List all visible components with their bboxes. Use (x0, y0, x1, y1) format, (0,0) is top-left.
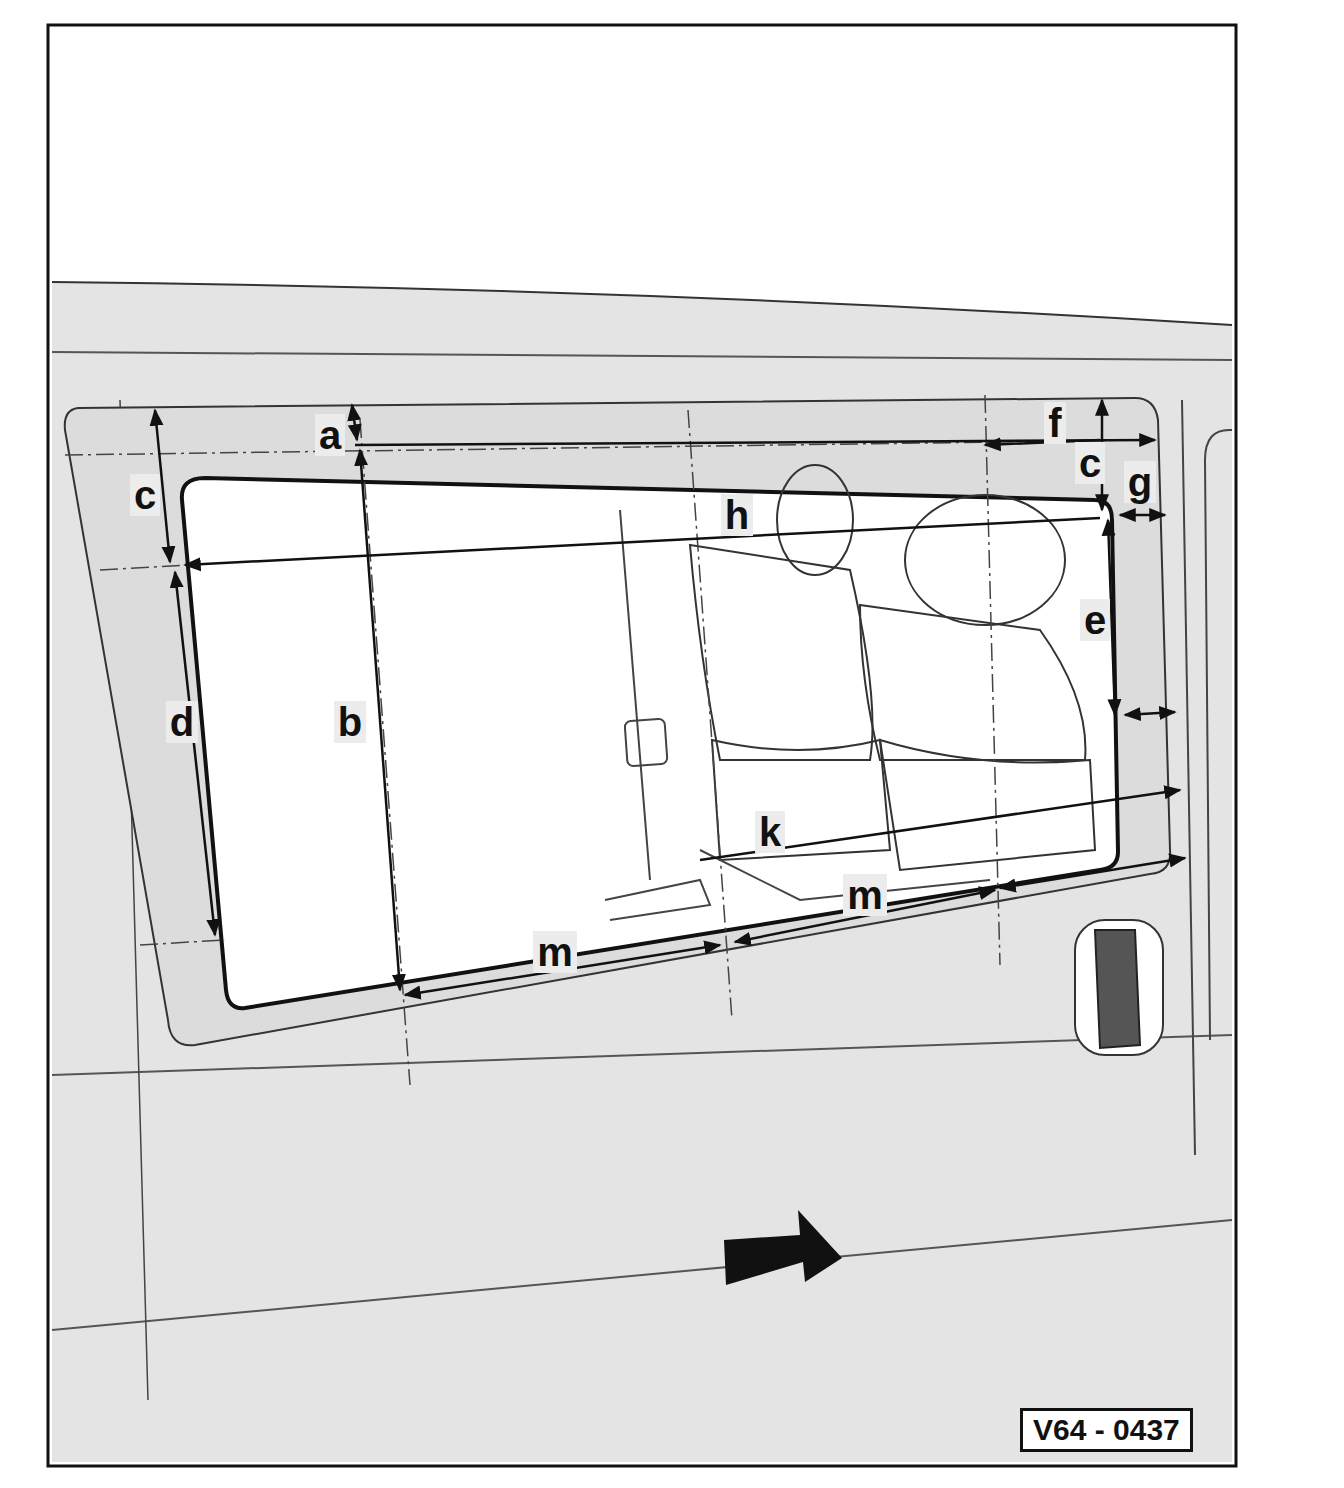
dimension-letter: e (1080, 599, 1110, 641)
dimension-letter: g (1124, 461, 1156, 503)
dimension-letter: b (334, 701, 366, 743)
dimension-letter: m (843, 874, 887, 916)
dimension-letter: m (533, 931, 577, 973)
dimension-letter: d (166, 701, 198, 743)
dimension-letter: c (130, 474, 160, 516)
figure-code-box: V64 - 0437 (1020, 1408, 1193, 1452)
dimension-letter: h (721, 494, 753, 536)
dimension-letter: k (755, 811, 785, 853)
figure-code: V64 - 0437 (1033, 1413, 1180, 1446)
dimension-letter: a (315, 414, 345, 456)
dimension-letter: c (1075, 442, 1105, 484)
dimension-letter: f (1044, 402, 1065, 444)
